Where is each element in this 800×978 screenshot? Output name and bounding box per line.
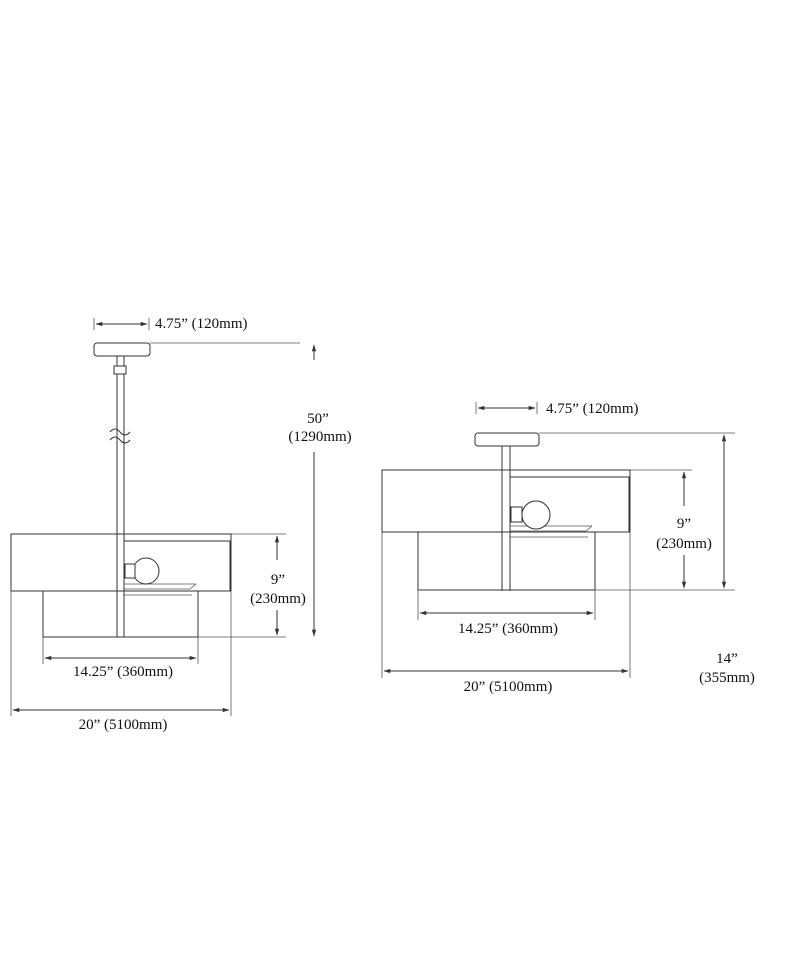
semi-flush-canopy-width-label: 4.75” (120mm) xyxy=(546,401,638,417)
semi-flush-overall-height-dimension: 14” (355mm) xyxy=(699,434,755,686)
semi-flush-inner-width-dimension: 14.25” (360mm) xyxy=(417,590,596,637)
pendant-overall-height-in: 50” xyxy=(307,411,329,427)
pendant-canopy xyxy=(93,342,151,357)
semi-flush-outer-width-dimension: 20” (5100mm) xyxy=(381,532,631,695)
semi-flush-shade-height-in: 9” xyxy=(677,516,691,532)
semi-flush-overall-height-mm: (355mm) xyxy=(699,670,755,686)
semi-flush-overall-height-in: 14” xyxy=(716,651,738,667)
pendant-shade-height-in: 9” xyxy=(271,572,285,588)
pendant-canopy-width-dimension: 4.75” (120mm) xyxy=(93,316,247,332)
pendant-shade-height-mm: (230mm) xyxy=(250,591,306,607)
pendant-overall-height-dimension: 50” (1290mm) xyxy=(288,344,352,637)
semi-flush-shade-height-dimension: 9” (230mm) xyxy=(595,469,735,591)
semi-flush-drawing: 4.75” (120mm) 9” (230mm) xyxy=(381,401,755,695)
pendant-shade-height-dimension: 9” (230mm) xyxy=(198,533,306,638)
pendant-inner-shade xyxy=(42,590,199,638)
semi-flush-bulb-icon xyxy=(521,500,551,530)
semi-flush-inner-width-label: 14.25” (360mm) xyxy=(458,621,558,637)
pendant-overall-height-mm: (1290mm) xyxy=(288,429,351,445)
semi-flush-shade-height-mm: (230mm) xyxy=(656,536,712,552)
pendant-bulb-icon xyxy=(132,557,160,585)
pendant-stem xyxy=(109,356,131,534)
pendant-outer-width-label: 20” (5100mm) xyxy=(79,717,168,733)
semi-flush-canopy xyxy=(474,432,540,447)
pendant-inner-width-dimension: 14.25” (360mm) xyxy=(42,637,199,680)
pendant-inner-width-label: 14.25” (360mm) xyxy=(73,664,173,680)
semi-flush-outer-width-label: 20” (5100mm) xyxy=(464,679,553,695)
semi-flush-canopy-width-dimension: 4.75” (120mm) xyxy=(475,401,638,417)
pendant-canopy-width-label: 4.75” (120mm) xyxy=(155,316,247,332)
pendant-outer-width-dimension: 20” (5100mm) xyxy=(10,591,232,733)
semi-flush-inner-shade xyxy=(417,531,596,591)
pendant-drawing: 4.75” (120mm) 50” (1290mm) xyxy=(10,316,352,733)
